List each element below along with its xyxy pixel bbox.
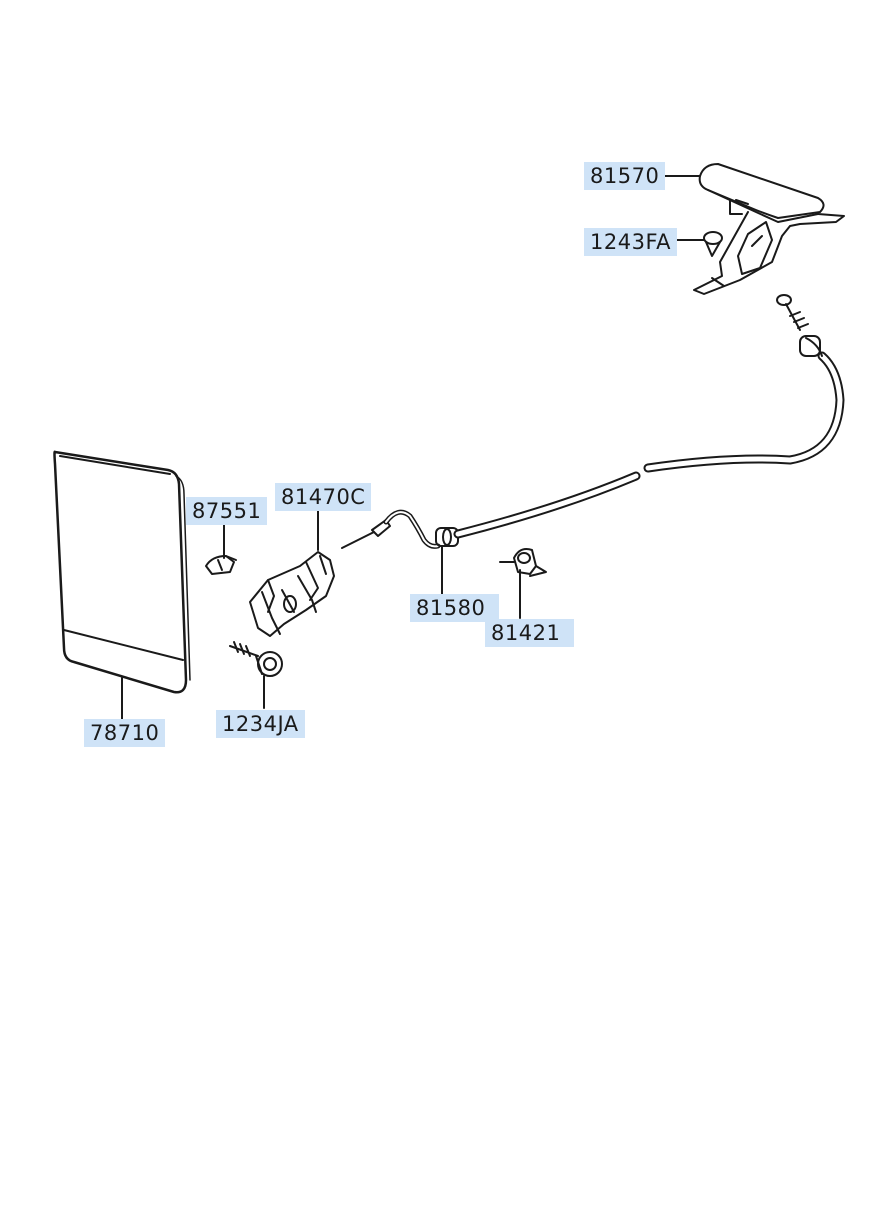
bolt-1243fa xyxy=(704,232,722,256)
opener-81470c xyxy=(250,552,334,636)
release-cable xyxy=(458,295,840,534)
leader-lines xyxy=(122,176,704,720)
cable-clip-81421 xyxy=(500,549,546,576)
screw-1234ja xyxy=(230,642,282,676)
label-81580: 81580 xyxy=(410,594,500,622)
label-81421: 81421 xyxy=(485,619,575,647)
label-1234ja: 1234JA xyxy=(216,710,305,738)
label-1243fa: 1243FA xyxy=(584,228,677,256)
label-87551: 87551 xyxy=(186,497,268,525)
fuel-door-panel xyxy=(55,452,191,693)
release-lever-81570 xyxy=(694,164,844,294)
clip-87551 xyxy=(206,556,236,574)
label-78710: 78710 xyxy=(84,719,166,747)
label-81570: 81570 xyxy=(584,162,666,190)
label-81470c: 81470C xyxy=(275,483,372,511)
cable-end-hook xyxy=(342,512,458,548)
